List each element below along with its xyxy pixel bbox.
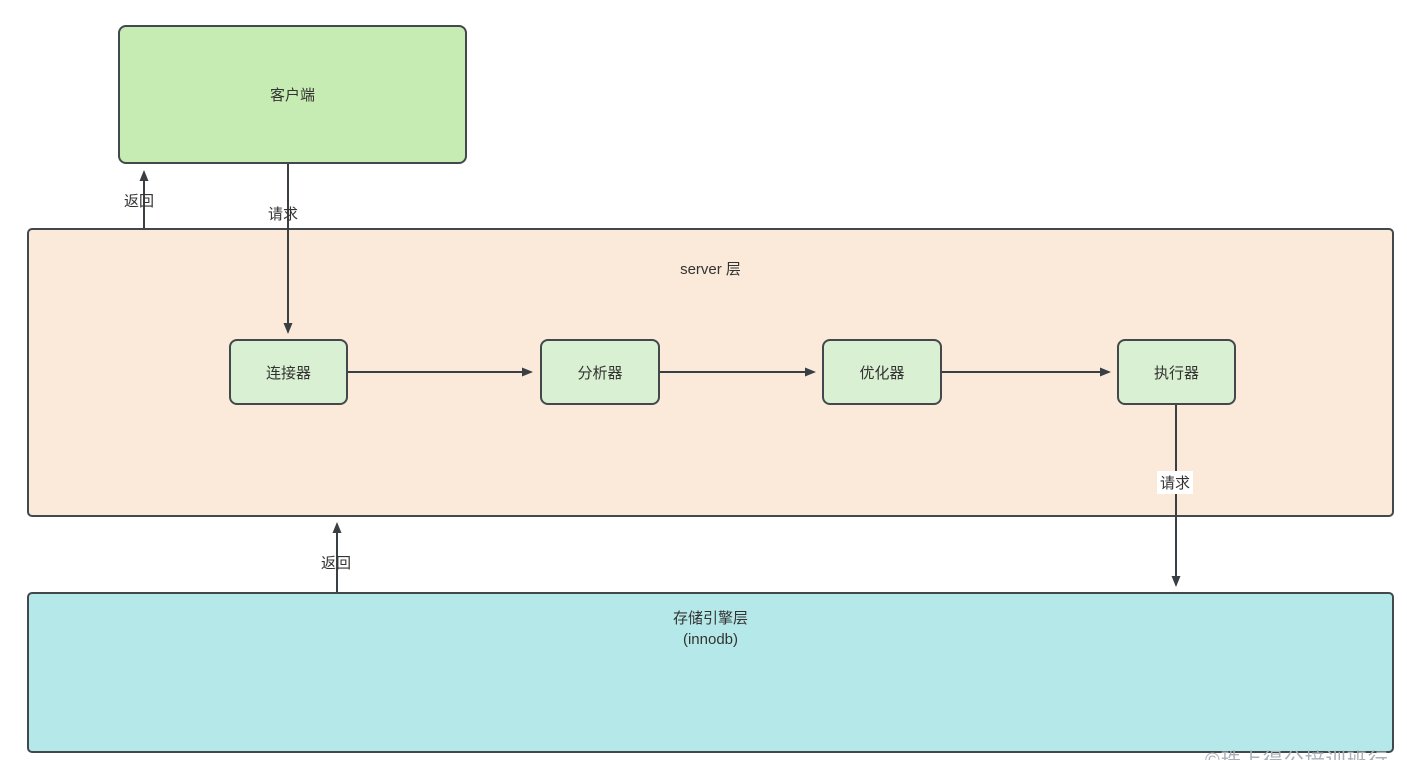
connector-node: 连接器 (229, 339, 348, 405)
storage-layer-subtitle: (innodb) (682, 631, 739, 648)
client-node: 客户端 (118, 25, 467, 164)
edge-label-storage-return: 返回 (321, 555, 352, 572)
server-layer-title: server 层 (680, 261, 741, 278)
storage-layer-title: 存储引擎层 (672, 610, 748, 627)
optimizer-node-label: 优化器 (859, 364, 905, 382)
optimizer-node: 优化器 (822, 339, 942, 405)
analyzer-node-label: 分析器 (577, 364, 623, 382)
connector-node-label: 连接器 (265, 364, 311, 382)
executor-node: 执行器 (1117, 339, 1236, 405)
edge-label-client-request: 请求 (268, 206, 299, 223)
analyzer-node: 分析器 (540, 339, 660, 405)
edge-label-client-return: 返回 (124, 193, 155, 210)
edge-label-executor-request: 请求 (1157, 471, 1194, 494)
client-node-label: 客户端 (269, 87, 315, 104)
watermark: ©珠上得公培训班行 (1205, 744, 1389, 760)
storage-layer-container: 存储引擎层 (innodb) (27, 592, 1394, 753)
executor-node-label: 执行器 (1153, 364, 1199, 382)
storage-layer-label: 存储引擎层 (innodb) (673, 608, 748, 650)
